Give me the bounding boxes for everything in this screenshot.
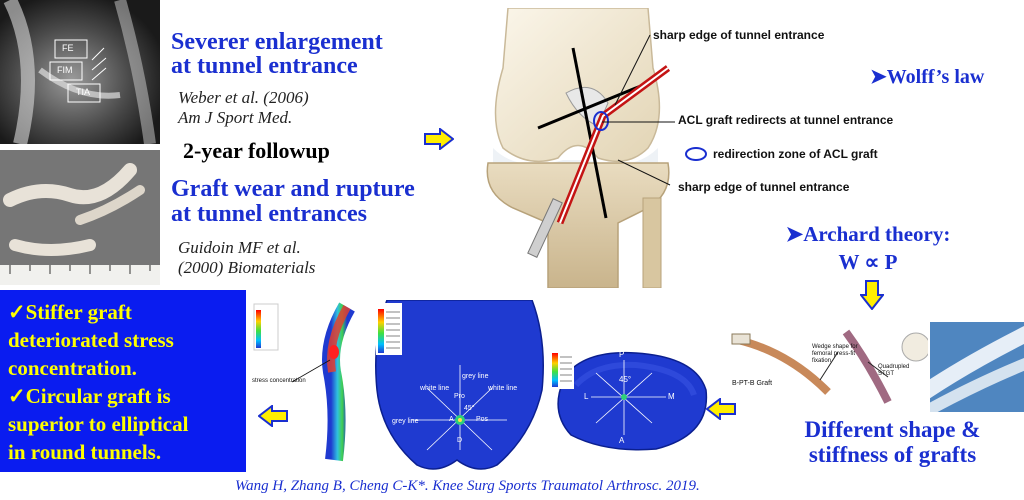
fea-right-p: P: [619, 350, 625, 359]
fea-right-l: L: [584, 392, 589, 401]
fea-tibia-graphic: [557, 351, 708, 451]
fea-left-dist: D: [457, 437, 463, 444]
fea-legend-graphic: [378, 309, 400, 353]
enlargement-title-line2: at tunnel entrance: [171, 53, 358, 79]
mri-image: FE FIM TIA: [0, 0, 160, 144]
enlargement-ref-line1: Weber et al. (2006): [178, 88, 309, 107]
different-shape-line1: Different shape &: [804, 417, 981, 442]
label-bptb: B-PT-B Graft: [732, 380, 773, 387]
stress-concentration-label: stress concentration: [252, 378, 306, 384]
fea-right-a: A: [619, 436, 625, 445]
citation: Wang H, Zhang B, Cheng C-K*. Knee Surg S…: [235, 478, 700, 494]
fea-left-ant: A: [449, 416, 454, 423]
conclusion-line3: concentration.: [8, 356, 137, 380]
enlargement-title: Severer enlargement at tunnel entrance: [171, 30, 383, 78]
label-wedge: Wedge shape for femoral press-fit fixati…: [812, 344, 858, 364]
wear-ref-line2: (2000) Biomaterials: [178, 258, 316, 277]
arrow-right-icon: [424, 128, 454, 150]
label-sharp-edge-bottom: sharp edge of tunnel entrance: [678, 180, 850, 194]
graft-shapes-panel: B-PT-B Graft Wedge shape for femoral pre…: [728, 322, 931, 412]
fea-left-white-left: white line: [420, 385, 450, 392]
fea-tibia-model: P 45° L M A: [546, 345, 712, 455]
mri-label-tia: TIA: [76, 87, 91, 97]
conclusion-line5: superior to elliptical: [8, 412, 189, 436]
knee-callout-lines: [602, 34, 675, 186]
wolff-law: ➤Wolff’s law: [870, 66, 985, 88]
fea-color-legend-2: [550, 349, 574, 389]
wear-title-line1: Graft wear and rupture: [171, 176, 415, 202]
conclusion-line2: deteriorated stress: [8, 328, 174, 352]
arrow-left-2-icon: [258, 405, 288, 427]
wear-title-line2: at tunnel entrances: [171, 201, 367, 227]
mri-label-fe: FE: [62, 43, 74, 53]
followup-text: 2-year followup: [183, 138, 330, 163]
fea-graft-model: stress concentration: [252, 302, 374, 462]
fea-right-m: M: [668, 392, 675, 401]
label-redirection-zone: redirection zone of ACL graft: [713, 147, 878, 161]
knee-illustration: [478, 7, 678, 289]
fea-color-legend: [376, 303, 402, 355]
tunnel-photo: [920, 322, 1024, 418]
conclusion-text: ✓Stiffer graft deteriorated stress conce…: [8, 298, 246, 466]
graft-shapes-graphic: [731, 329, 931, 404]
fea-legend-2-graphic: [552, 353, 572, 387]
mri-graphic: [0, 0, 160, 144]
fea-femur-graphic: [375, 299, 544, 470]
tunnel-photo-graphic: [920, 322, 1024, 418]
fea-right-angle: 45°: [619, 375, 632, 384]
enlargement-reference: Weber et al. (2006) Am J Sport Med.: [178, 88, 309, 128]
conclusion-line4: ✓Circular graft is: [8, 384, 171, 408]
arrow-down-icon: [860, 280, 884, 310]
different-shape-line2: stiffness of grafts: [808, 442, 977, 467]
graft-wear-photo: [0, 150, 160, 285]
enlargement-ref-line2: Am J Sport Med.: [178, 108, 293, 127]
conclusion-line6: in round tunnels.: [8, 440, 162, 464]
label-sharp-edge-top: sharp edge of tunnel entrance: [653, 28, 825, 42]
conclusion-box: ✓Stiffer graft deteriorated stress conce…: [0, 290, 246, 472]
fea-left-pro: Pro: [454, 393, 465, 400]
wear-title: Graft wear and rupture at tunnel entranc…: [171, 177, 415, 227]
conclusion-line1: ✓Stiffer graft: [8, 300, 132, 324]
label-stgt: Quadrupled STGT: [878, 364, 910, 377]
knee-graphic: [486, 7, 671, 289]
archard-line1: ➤Archard theory:: [785, 222, 951, 246]
fea-left-white-right: white line: [488, 385, 518, 392]
archard-theory: ➤Archard theory: W ∝ P: [773, 220, 963, 276]
enlargement-title-line1: Severer enlargement: [171, 29, 383, 55]
arrow-left-icon: [706, 398, 736, 420]
fea-left-grey-left: grey line: [392, 418, 419, 425]
fea-left-angle: 45°: [464, 405, 475, 412]
wear-reference: Guidoin MF et al. (2000) Biomaterials: [178, 238, 315, 278]
fea-left-grey-top: grey line: [462, 373, 489, 380]
mri-label-fim: FIM: [57, 65, 73, 75]
fea-left-pos: Pos: [476, 416, 489, 423]
graft-wear-graphic: [0, 150, 160, 285]
fea-femur-model: grey line white line white line Pro 45° …: [372, 299, 547, 475]
fea-graft-graphic: [253, 302, 355, 462]
different-shape-text: Different shape & stiffness of grafts: [785, 417, 1000, 467]
zone-ellipse-icon: [685, 147, 707, 161]
wear-ref-line1: Guidoin MF et al.: [178, 238, 301, 257]
label-acl-redirect: ACL graft redirects at tunnel entrance: [678, 113, 894, 127]
archard-line2: W ∝ P: [838, 250, 898, 274]
